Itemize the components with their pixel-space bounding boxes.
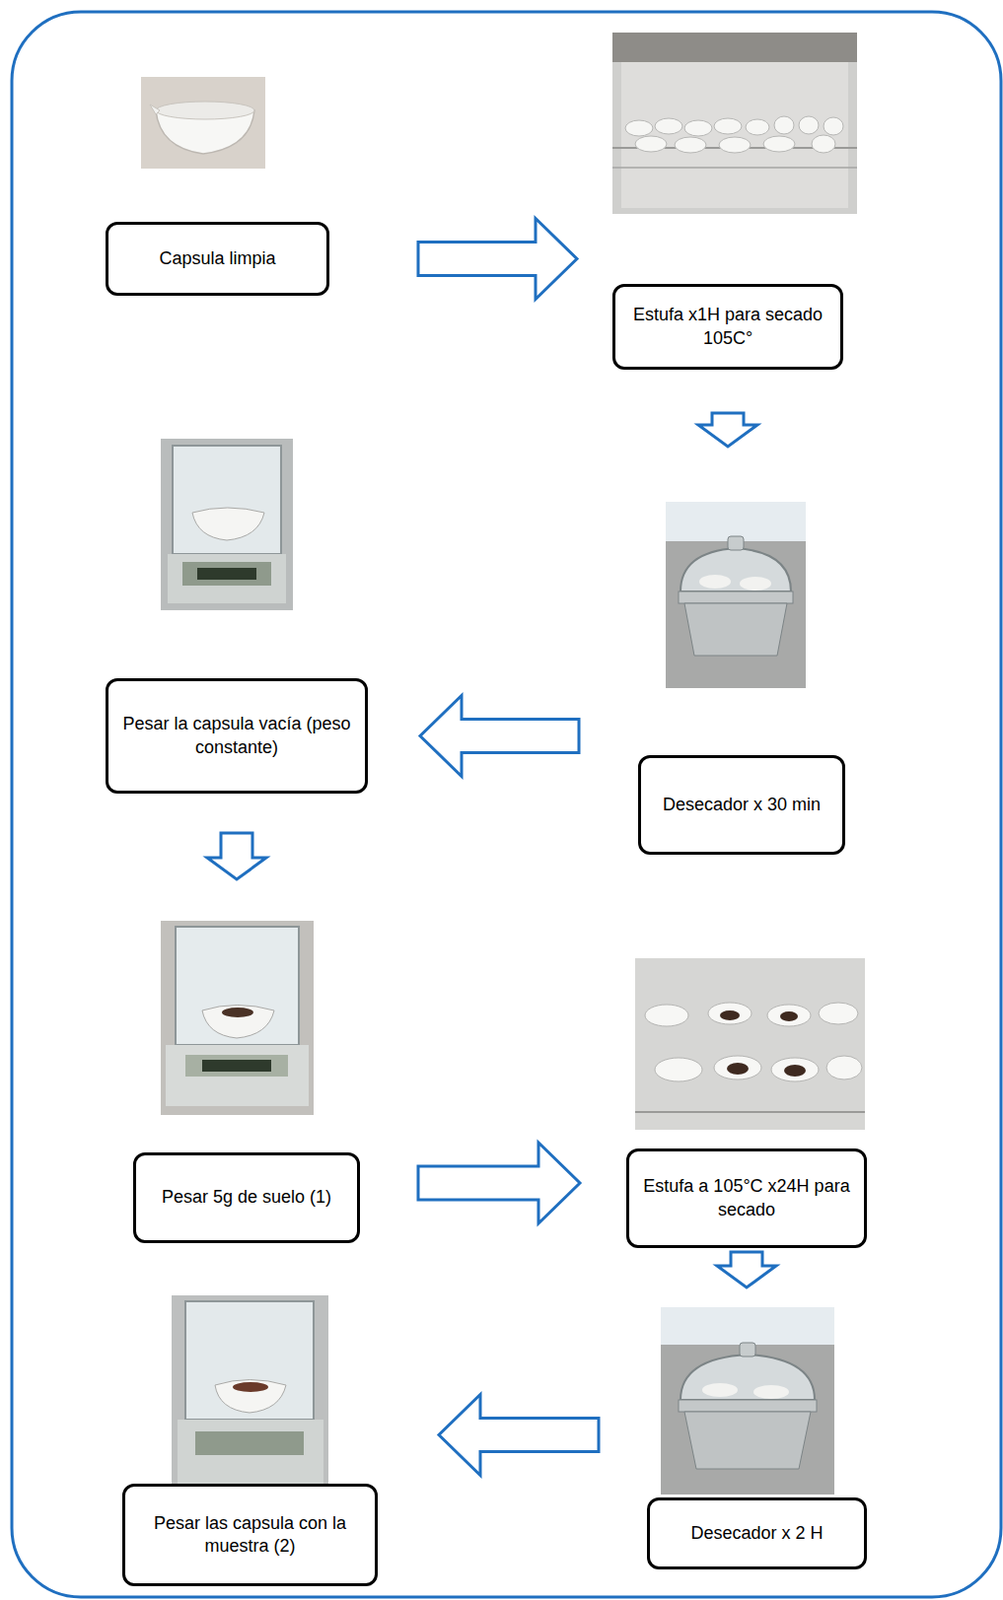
block-arrow bbox=[438, 1395, 599, 1477]
block-arrow bbox=[418, 218, 577, 300]
process-box: Capsula limpia bbox=[105, 221, 330, 296]
block-arrow bbox=[698, 413, 758, 447]
step-label: Pesar 5g de suelo (1) bbox=[161, 1186, 332, 1210]
balance-photo bbox=[160, 921, 314, 1116]
outer-frame bbox=[11, 11, 1002, 1598]
desiccator-photo bbox=[665, 501, 806, 689]
step-label: Pesar las capsula con la muestra (2) bbox=[137, 1512, 363, 1560]
process-box: Pesar las capsula con la muestra (2) bbox=[122, 1484, 378, 1587]
balance-photo bbox=[160, 438, 293, 611]
step-label: Capsula limpia bbox=[158, 247, 276, 271]
desiccator-photo bbox=[660, 1307, 835, 1496]
balance-photo bbox=[171, 1295, 329, 1501]
process-box: Estufa a 105°C x24H para secado bbox=[626, 1148, 867, 1249]
oven-photo bbox=[612, 32, 858, 215]
process-box: Pesar 5g de suelo (1) bbox=[133, 1152, 360, 1244]
process-box: Desecador x 30 min bbox=[638, 755, 846, 856]
block-arrow bbox=[420, 696, 579, 778]
step-label: Pesar la capsula vacía (peso constante) bbox=[120, 713, 354, 760]
capsule-photo bbox=[141, 76, 266, 169]
step-label: Estufa a 105°C x24H para secado bbox=[641, 1175, 853, 1222]
step-label: Desecador x 2 H bbox=[690, 1522, 823, 1546]
process-box: Desecador x 2 H bbox=[646, 1498, 867, 1571]
oven-photo bbox=[635, 958, 865, 1131]
step-label: Estufa x1H para secado 105C° bbox=[627, 303, 829, 351]
process-box: Pesar la capsula vacía (peso constante) bbox=[105, 678, 368, 794]
block-arrow bbox=[418, 1143, 580, 1224]
block-arrow bbox=[716, 1252, 777, 1289]
step-label: Desecador x 30 min bbox=[662, 793, 821, 817]
process-box: Estufa x1H para secado 105C° bbox=[612, 284, 844, 370]
block-arrow bbox=[207, 833, 267, 880]
